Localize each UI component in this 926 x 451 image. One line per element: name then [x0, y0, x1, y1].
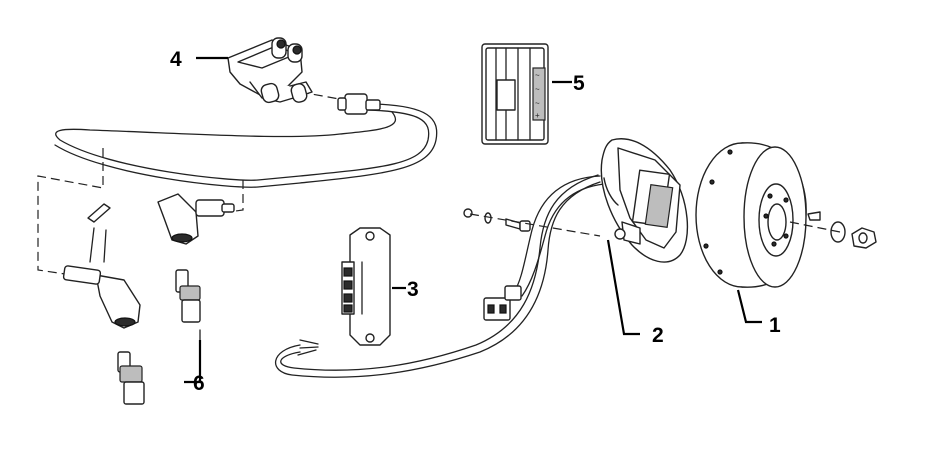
callout-4: 4 [170, 48, 182, 71]
wiring-harness [37, 91, 605, 378]
callout-leaders [184, 56, 762, 384]
flywheel [695, 142, 877, 288]
cdi-terminal-marks: ~ [535, 71, 540, 80]
callout-3: 3 [407, 278, 419, 301]
callout-labels: 4 5 3 2 1 6 [170, 48, 781, 395]
cdi-unit: ~ ~ ~ + [481, 43, 549, 145]
regulator [297, 227, 391, 356]
svg-text:+: + [535, 111, 540, 120]
svg-text:~: ~ [535, 85, 540, 94]
callout-1: 1 [769, 314, 781, 337]
stator [463, 138, 689, 321]
ignition-coil [227, 37, 381, 115]
svg-text:~: ~ [535, 99, 540, 108]
callout-5: 5 [573, 72, 585, 95]
spark-plug-assembly [62, 193, 235, 405]
callout-6: 6 [193, 372, 205, 395]
callout-2: 2 [652, 324, 664, 347]
